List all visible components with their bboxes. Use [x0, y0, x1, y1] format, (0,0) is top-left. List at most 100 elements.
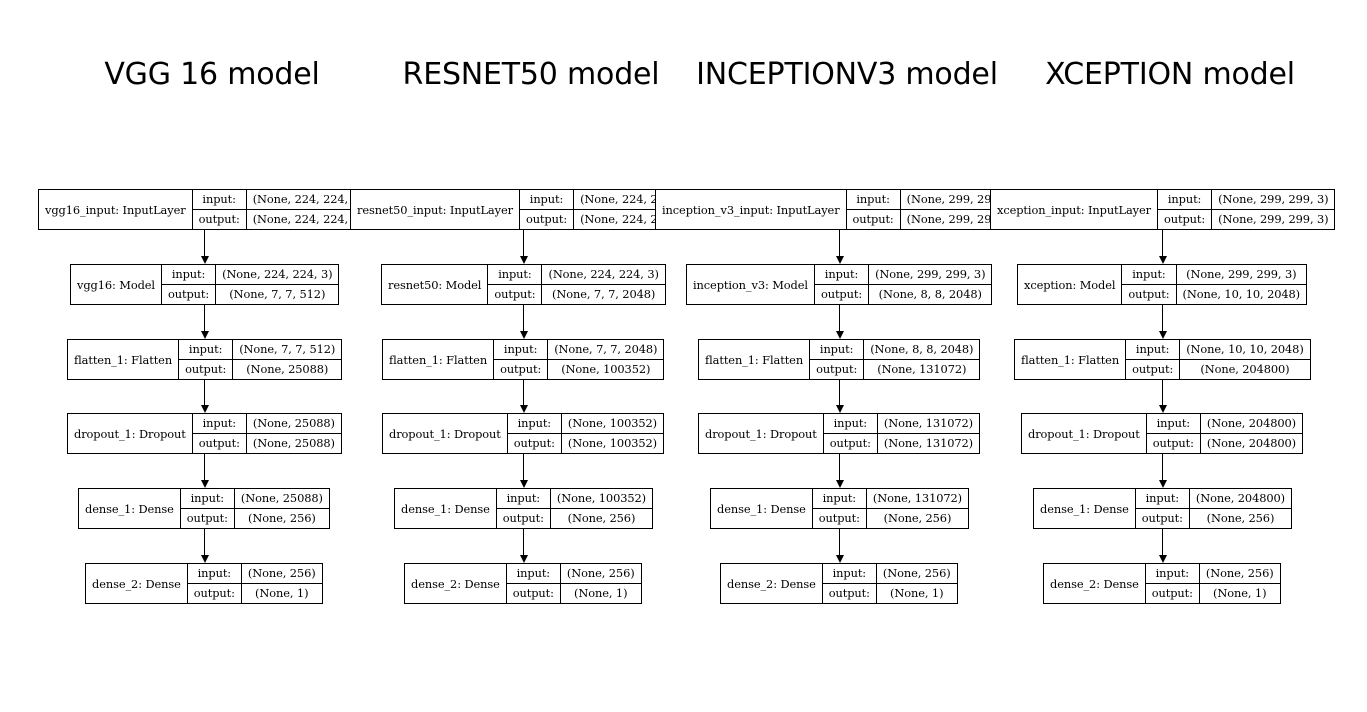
layer-name: dense_1: Dense	[711, 489, 813, 528]
io-labels: input:output:	[192, 414, 247, 453]
layer-name: dense_2: Dense	[405, 564, 507, 603]
arrow-head	[835, 331, 844, 339]
arrow-head	[519, 256, 528, 264]
input-label: input:	[846, 190, 900, 210]
output-shape: (None, 100352)	[561, 362, 651, 377]
flow-arrow	[204, 529, 205, 556]
layer-name: dropout_1: Dropout	[68, 414, 193, 453]
shape-values: (None, 8, 8, 2048)(None, 131072)	[864, 340, 980, 379]
output-label: output:	[198, 436, 240, 451]
output-label: output:	[502, 511, 544, 526]
output-shape: (None, 25088)	[246, 362, 329, 377]
flow-arrow	[1162, 230, 1163, 257]
input-label: input:	[823, 414, 877, 434]
shape-values: (None, 256)(None, 1)	[876, 564, 957, 603]
input-shape: (None, 204800)	[1189, 489, 1292, 509]
input-label: input:	[1135, 489, 1189, 509]
layer-name: dropout_1: Dropout	[1022, 414, 1147, 453]
layer-name: dropout_1: Dropout	[699, 414, 824, 453]
input-label: input:	[1146, 414, 1200, 434]
input-label: input:	[180, 489, 234, 509]
input-label: input:	[494, 340, 548, 360]
io-labels: input:output:	[1146, 414, 1201, 453]
output-label: output:	[512, 586, 554, 601]
io-labels: input:output:	[488, 265, 543, 304]
arrow-head	[519, 480, 528, 488]
output-shape: (None, 256)	[883, 511, 952, 526]
input-shape: (None, 204800)	[1200, 414, 1303, 434]
io-labels: input:output:	[812, 489, 867, 528]
io-labels: input:output:	[1135, 489, 1190, 528]
io-labels: input:output:	[810, 340, 865, 379]
output-shape: (None, 8, 8, 2048)	[878, 287, 982, 302]
output-shape: (None, 224, 224, 3)	[252, 212, 364, 227]
io-labels: input:output:	[814, 265, 870, 304]
arrow-head	[835, 256, 844, 264]
input-shape: (None, 7, 7, 2048)	[548, 340, 664, 360]
layer-name: inception_v3: Model	[687, 265, 815, 304]
shape-values: (None, 256)(None, 1)	[241, 564, 322, 603]
output-label: output:	[852, 212, 894, 227]
output-shape: (None, 131072)	[877, 362, 967, 377]
input-label: input:	[810, 340, 864, 360]
layer-name: resnet50: Model	[382, 265, 489, 304]
layer-name: flatten_1: Flatten	[1015, 340, 1127, 379]
shape-values: (None, 25088)(None, 25088)	[246, 414, 341, 453]
layer-name: xception: Model	[1018, 265, 1123, 304]
layer-name: inception_v3_input: InputLayer	[656, 190, 847, 229]
arrow-head	[835, 555, 844, 563]
input-label: input:	[822, 564, 876, 584]
flow-arrow	[523, 305, 524, 332]
input-label: input:	[1158, 190, 1212, 210]
layer-name: resnet50_input: InputLayer	[351, 190, 520, 229]
output-label: output:	[1128, 287, 1170, 302]
output-shape: (None, 256)	[567, 511, 636, 526]
output-shape: (None, 299, 299, 3)	[1218, 212, 1329, 227]
input-shape: (None, 224, 224, 3)	[542, 265, 665, 285]
flow-arrow	[1162, 380, 1163, 406]
flow-arrow	[839, 529, 840, 556]
input-label: input:	[488, 265, 542, 285]
io-labels: input:output:	[1126, 340, 1181, 379]
output-label: output:	[829, 436, 871, 451]
input-label: input:	[179, 340, 233, 360]
shape-values: (None, 299, 299, 3)(None, 299, 299, 3)	[900, 190, 1024, 229]
input-shape: (None, 224, 224, 3)	[216, 265, 339, 285]
input-label: input:	[814, 265, 869, 285]
output-shape: (None, 7, 7, 2048)	[552, 287, 656, 302]
layer-name: dense_1: Dense	[395, 489, 497, 528]
io-labels: input: output:	[180, 489, 235, 528]
output-shape: (None, 256)	[248, 511, 316, 526]
shape-values: (None, 224, 224, 3)(None, 224, 224, 3)	[246, 190, 370, 229]
output-label: output:	[513, 436, 555, 451]
io-labels: input:output:	[161, 265, 217, 304]
shape-values: (None, 7, 7, 2048) (None, 100352)	[548, 340, 664, 379]
flow-arrow	[523, 454, 524, 481]
model-title: INCEPTIONV3 model	[696, 57, 998, 92]
output-label: output:	[167, 287, 210, 302]
flow-arrow	[1162, 529, 1163, 556]
arrow-head	[835, 405, 844, 413]
flow-arrow	[839, 454, 840, 481]
arrow-head	[200, 256, 209, 264]
output-shape: (None, 1)	[574, 586, 628, 601]
input-label: input:	[506, 564, 560, 584]
output-label: output:	[186, 511, 228, 526]
input-label: input:	[192, 190, 246, 210]
output-shape: (None, 204800)	[1206, 436, 1297, 451]
input-shape: (None, 131072)	[866, 489, 969, 509]
input-shape: (None, 299, 299, 3)	[900, 190, 1024, 210]
model-title: VGG 16 model	[104, 57, 320, 92]
output-label: output:	[198, 212, 240, 227]
io-labels: input:output:	[494, 340, 549, 379]
output-shape: (None, 10, 10, 2048)	[1182, 287, 1301, 302]
